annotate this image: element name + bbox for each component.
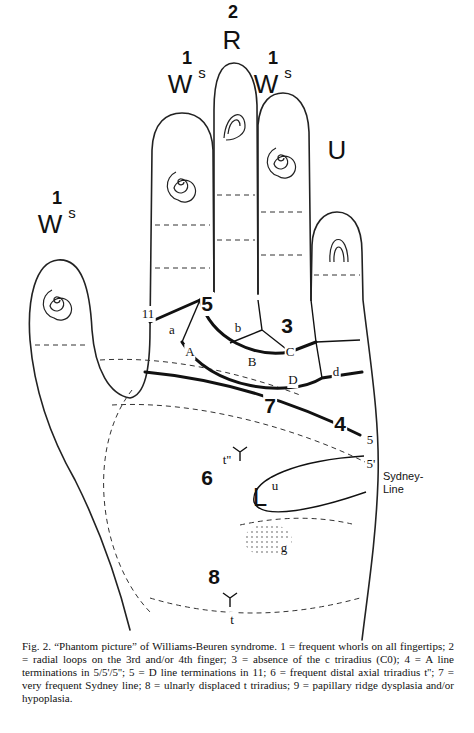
callout-number: 2 (227, 2, 239, 23)
line-letter: 5' (366, 456, 377, 472)
pattern-superscript: s (197, 64, 207, 81)
pattern-superscript: s (283, 64, 293, 81)
line-letter: t (229, 612, 235, 628)
pattern-superscript: s (67, 204, 77, 221)
line-letter: u (271, 478, 280, 494)
callout-number: 1 (51, 188, 63, 209)
callout-number: 8 (207, 565, 221, 589)
line-name: Sydney-Line (382, 470, 432, 496)
pattern-letter: L (252, 482, 268, 513)
line-letter: a (168, 322, 176, 338)
line-letter: t'' (222, 452, 232, 468)
line-letter: C (285, 344, 296, 360)
callout-number: 6 (200, 466, 214, 490)
callout-number: 1 (267, 48, 279, 69)
line-letter: b (234, 320, 243, 336)
pattern-letter: W (37, 209, 64, 240)
line-letter: d (332, 364, 341, 380)
line-letter: g (280, 540, 289, 556)
pattern-letter: W (253, 69, 280, 100)
callout-number: 3 (280, 314, 294, 338)
pattern-letter: U (327, 135, 348, 166)
line-letter: D (287, 372, 298, 388)
line-letter: B (247, 354, 258, 370)
line-letter: A (184, 344, 195, 360)
callout-number: 4 (333, 412, 347, 436)
pattern-letter: W (167, 69, 194, 100)
callout-number: 5 (200, 292, 214, 316)
line-letter: 5 (366, 432, 375, 448)
figure-caption: Fig. 2. “Phantom picture” of Williams-Be… (22, 640, 454, 705)
callout-number: 1 (181, 48, 193, 69)
line-letter: 11 (141, 306, 156, 322)
callout-number: 7 (263, 394, 277, 418)
pattern-letter: R (222, 25, 243, 56)
